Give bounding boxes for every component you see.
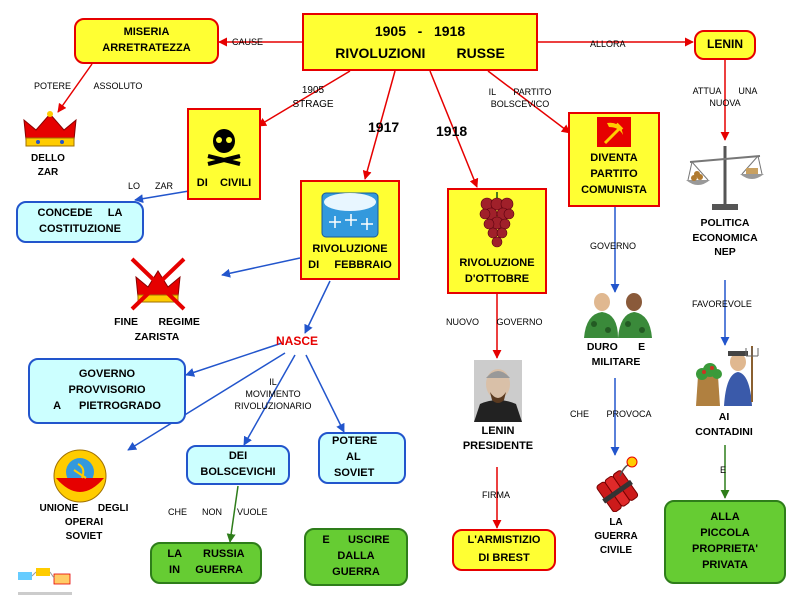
edge-label-il-movimento: IL MOVIMENTO RIVOLUZIONARIO	[234, 377, 312, 412]
node-dello-zar: DELLO ZAR	[31, 153, 65, 178]
title-name: RIVOLUZIONI RUSSE	[335, 45, 505, 61]
crossed-crown-icon	[130, 257, 186, 311]
node-nasce: NASCE	[275, 334, 318, 348]
title-years: 1905 - 1918	[374, 22, 466, 39]
node-fine-regime: FINE REGIME ZARISTA	[114, 316, 200, 343]
edge-label-potere-assoluto: POTERE ASSOLUTO	[34, 81, 143, 91]
node-lenin-presidente: LENIN PRESIDENTE	[462, 425, 534, 453]
node-miseria: MISERIA ARRETRATEZZA	[74, 18, 219, 64]
edge-label-favorevole: FAVOREVOLE	[692, 299, 752, 309]
hammer-sickle-icon	[597, 117, 631, 148]
edge-label-il-partito: IL PARTITO BOLSCEVICO	[488, 87, 552, 110]
soldiers-icon	[584, 293, 652, 338]
edge-label-1917: 1917	[368, 119, 400, 135]
edge-label-strage-1905: 1905 STRAGE	[292, 85, 334, 110]
node-di-civili: DI CIVILI	[187, 108, 261, 200]
title-node: 1905 - 1918 RIVOLUZIONI RUSSE	[302, 13, 538, 71]
node-partito-comunista: DIVENTA PARTITO COMUNISTA	[568, 112, 660, 207]
edge-label-allora: ALLORA	[590, 39, 626, 49]
node-uscire-guerra: E USCIRE DALLA GUERRA	[304, 528, 408, 586]
node-lenin: LENIN	[694, 30, 756, 60]
node-piccola-proprieta: ALLA PICCOLA PROPRIETA' PRIVATA	[664, 500, 786, 584]
edge-label-governo: GOVERNO	[590, 241, 637, 251]
edge-label-che-provoca: CHE PROVOCA	[570, 409, 652, 419]
edge-label-1918: 1918	[436, 123, 468, 139]
balance-scale-icon	[686, 146, 764, 210]
node-russia-in-guerra: LA RUSSIA IN GUERRA	[150, 542, 262, 584]
edge-label-cause: CAUSE	[232, 37, 264, 47]
farmer-icon	[696, 346, 759, 406]
mappe-logo-icon	[18, 568, 72, 595]
edge-label-attua: ATTUA UNA NUOVA	[692, 86, 758, 109]
edge-label-che-non-vuole: CHE NON VUOLE	[168, 507, 268, 517]
lenin-portrait-icon	[474, 360, 522, 422]
node-guerra-civile: LA GUERRA CIVILE	[594, 517, 638, 556]
node-rivoluzione-febbraio: RIVOLUZIONE DI FEBBRAIO	[300, 180, 400, 280]
grapes-icon	[479, 192, 515, 248]
ussr-emblem-icon	[53, 449, 107, 503]
node-armistizio: L'ARMISTIZIO DI BREST	[452, 529, 556, 571]
edge-label-lo-zar: LO ZAR	[128, 181, 174, 191]
node-potere-al-soviet: POTERE AL SOVIET	[318, 432, 406, 484]
node-duro-militare: DURO E MILITARE	[586, 341, 646, 368]
node-nep: POLITICA ECONOMICA NEP	[692, 217, 758, 259]
skull-crossbones-icon	[207, 129, 241, 167]
node-unione: UNIONE DEGLI OPERAI SOVIET	[39, 503, 129, 542]
node-concede: CONCEDE LA COSTITUZIONE	[16, 201, 144, 243]
node-contadini: AI CONTADINI	[695, 411, 753, 438]
node-governo-provvisorio: GOVERNO PROVVISORIO A PIETROGRADO	[28, 358, 186, 424]
snowflake-icon	[321, 192, 379, 238]
crown-icon	[23, 111, 77, 147]
node-rivoluzione-ottobre: RIVOLUZIONE D'OTTOBRE	[447, 188, 547, 294]
edge-label-e: E	[720, 465, 727, 475]
edge-label-nuovo-governo: NUOVO GOVERNO	[446, 317, 543, 327]
edge-label-firma: FIRMA	[482, 490, 510, 500]
node-dei-bolscevichi: DEI BOLSCEVICHI	[186, 445, 290, 485]
dynamite-icon	[596, 456, 639, 512]
